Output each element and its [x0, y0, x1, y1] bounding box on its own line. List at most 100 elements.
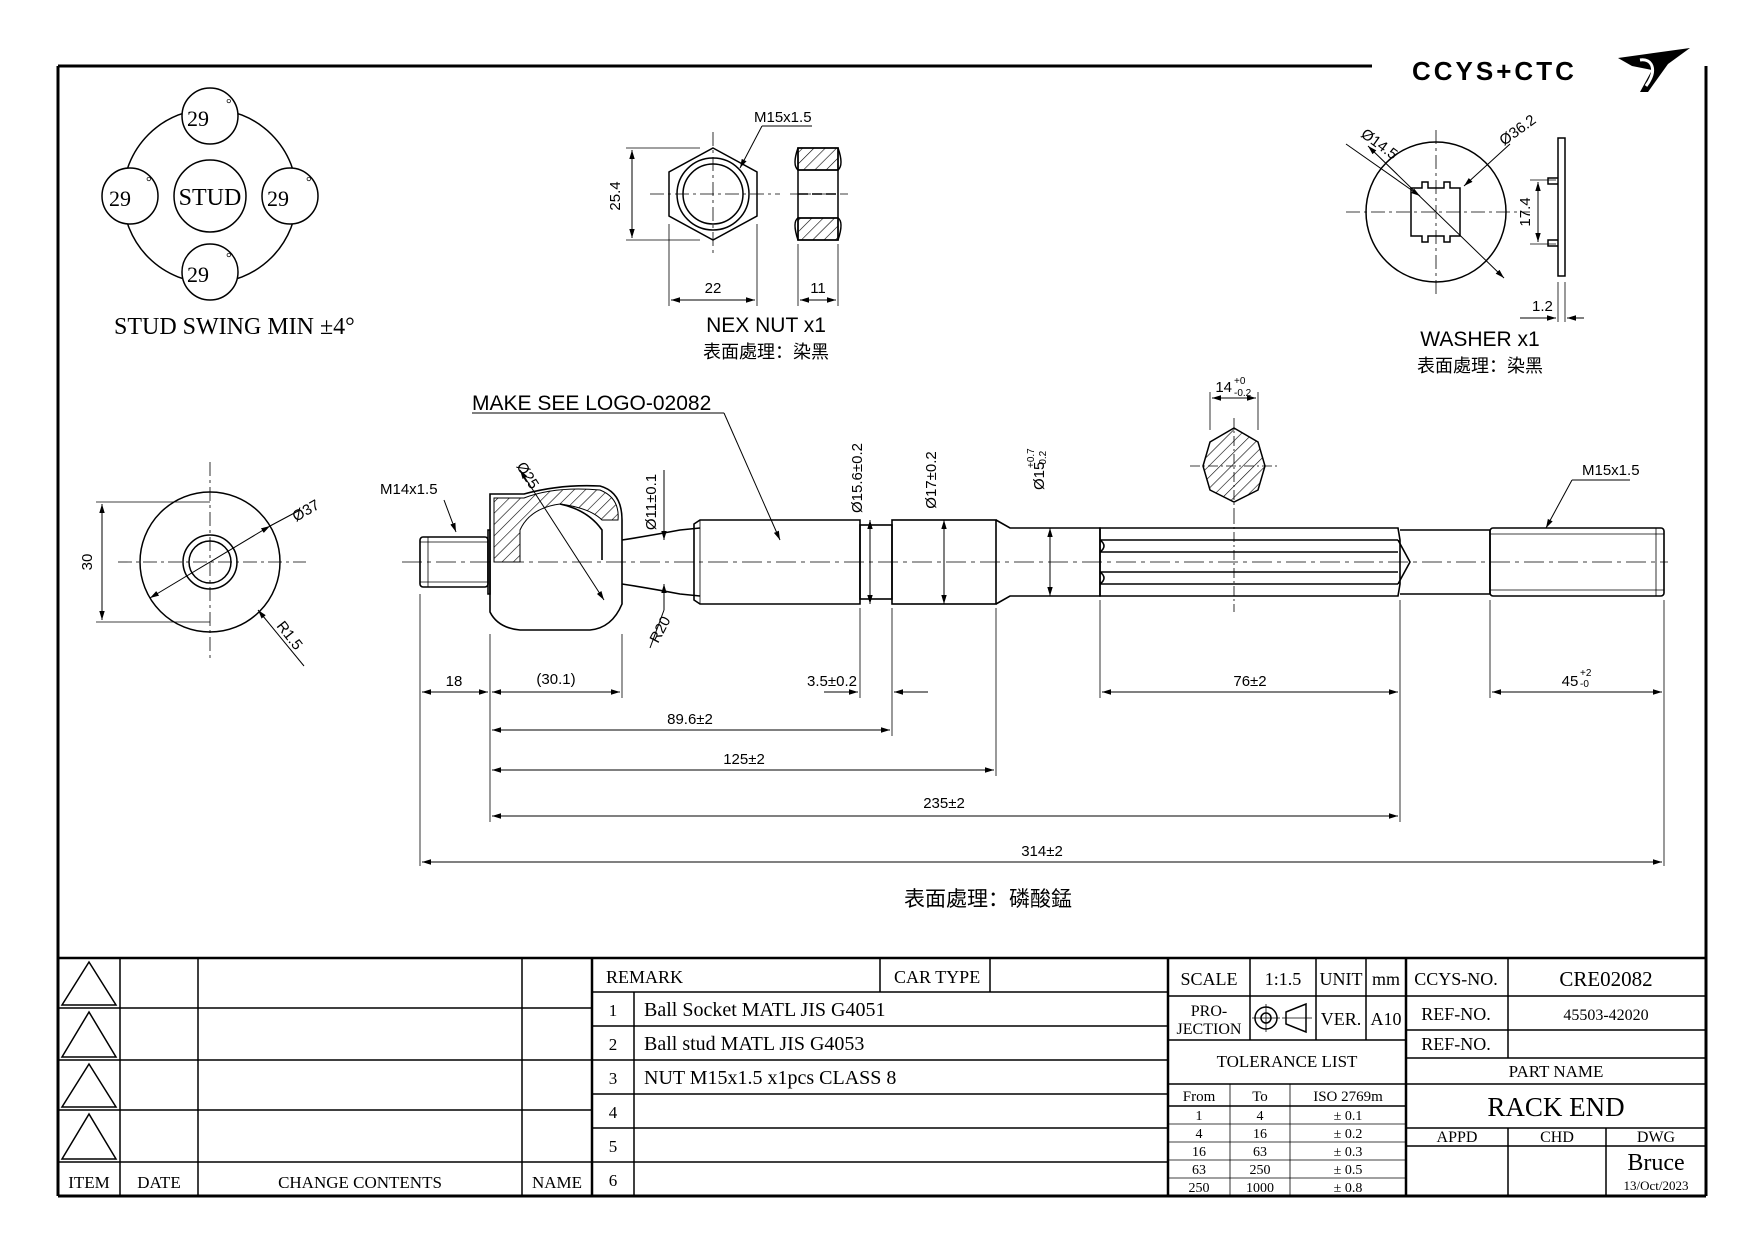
- hex-tol-down: -0.2: [1234, 388, 1252, 399]
- tol-cell: 1: [1196, 1109, 1203, 1124]
- company-logo: CCYS+CTC: [1412, 48, 1690, 92]
- tolerance-rows: 1 4 ± 0.1 4 16 ± 0.2 16 63 ± 0.3 63 250 …: [1189, 1109, 1363, 1196]
- dia-15-dim: Ø15: [1031, 462, 1048, 490]
- dia-15-tol-up: +0.7: [1026, 448, 1037, 468]
- appd-label: APPD: [1437, 1129, 1478, 1146]
- projection-label-1: PRO-: [1191, 1003, 1227, 1020]
- dia-15-6-dim: Ø15.6±0.2: [849, 443, 866, 513]
- dia-17-dim: Ø17±0.2: [923, 451, 940, 508]
- stud-angle-right: 29: [267, 186, 289, 211]
- dia-15-tol-down: -0.2: [1038, 450, 1049, 468]
- scale-value: 1:1.5: [1265, 969, 1302, 989]
- remark-label: REMARK: [606, 967, 683, 987]
- hex-size-dim: 14: [1215, 379, 1232, 396]
- tol-cell: ± 0.5: [1334, 1163, 1363, 1178]
- stud-angle-left: 29: [109, 186, 131, 211]
- tol-cell: ± 0.3: [1334, 1145, 1363, 1160]
- degree-mark: °: [306, 175, 312, 190]
- chd-label: CHD: [1540, 1129, 1574, 1146]
- hex-tol-up: +0: [1234, 376, 1246, 387]
- dim-45-tol-down: -0: [1580, 679, 1589, 690]
- degree-mark: °: [226, 251, 232, 266]
- remark-row-no: 6: [609, 1171, 618, 1190]
- car-type-label: CAR TYPE: [894, 967, 980, 987]
- washer-slot-dim: 17.4: [1517, 197, 1534, 226]
- dim-314: 314±2: [1021, 843, 1063, 860]
- degree-mark: °: [226, 97, 232, 112]
- front-height-dim: 30: [79, 554, 96, 571]
- washer-surface-note: 表面處理：染黑: [1417, 356, 1543, 377]
- drawing-date: 13/Oct/2023: [1624, 1178, 1689, 1193]
- tol-cell: 63: [1253, 1145, 1267, 1160]
- washer-drawing: [1345, 130, 1584, 322]
- hex-section: [1190, 392, 1280, 612]
- ref-no-2-label: REF-NO.: [1421, 1034, 1491, 1054]
- rev-header-date: DATE: [137, 1173, 180, 1192]
- remark-row-text: Ball stud MATL JIS G4053: [644, 1033, 864, 1055]
- neck-radius-dim: R20: [647, 614, 675, 646]
- rack-end-rod: [402, 484, 1668, 631]
- tol-header-to: To: [1252, 1089, 1268, 1105]
- nut-drawing: [626, 125, 848, 306]
- logo-note: MAKE SEE LOGO-02082: [472, 392, 711, 415]
- remark-row-no: 2: [609, 1035, 618, 1054]
- rev-header-item: ITEM: [68, 1173, 110, 1192]
- washer-title: WASHER x1: [1420, 328, 1539, 351]
- ref-no-value: 45503-42020: [1563, 1007, 1648, 1024]
- dim-125: 125±2: [723, 751, 765, 768]
- ver-value: A10: [1371, 1009, 1402, 1029]
- dim-3-5: 3.5±0.2: [807, 673, 857, 690]
- tol-header-iso: ISO 2769m: [1313, 1089, 1383, 1105]
- dim-89-6: 89.6±2: [667, 711, 713, 728]
- washer-outer-dim: Ø36.2: [1496, 111, 1539, 149]
- dwg-label: DWG: [1637, 1129, 1676, 1146]
- tol-cell: 16: [1253, 1127, 1267, 1142]
- title-block-grid: [58, 956, 1706, 1196]
- rod-dimensions: [419, 412, 1665, 866]
- remark-row-no: 4: [609, 1103, 618, 1122]
- front-dia-dim: Ø37: [290, 497, 323, 526]
- ccys-no-label: CCYS-NO.: [1414, 969, 1498, 989]
- tol-cell: 250: [1250, 1163, 1271, 1178]
- dim-235: 235±2: [923, 795, 965, 812]
- rev-header-name: NAME: [532, 1173, 582, 1192]
- nut-width-dim: 22: [705, 280, 722, 297]
- neck-dia-dim: Ø11±0.1: [643, 474, 660, 530]
- stud-angle-top: 29: [187, 106, 209, 131]
- unit-value: mm: [1372, 969, 1400, 989]
- dim-45-tol-up: +2: [1580, 668, 1592, 679]
- unit-label: UNIT: [1320, 969, 1363, 989]
- rod-surface-note: 表面處理：磷酸錳: [904, 887, 1072, 911]
- remark-row-text: Ball Socket MATL JIS G4051: [644, 999, 885, 1021]
- socket-dia-dim: Ø25: [513, 459, 542, 492]
- remark-row-no: 1: [609, 1001, 618, 1020]
- tol-cell: ± 0.2: [1334, 1127, 1363, 1142]
- washer-inner-dim: Ø14.5: [1358, 125, 1401, 163]
- stud-swing-label: STUD SWING MIN ±4°: [114, 314, 355, 340]
- ver-label: VER.: [1321, 1009, 1362, 1029]
- tol-header-from: From: [1183, 1089, 1216, 1105]
- stud-swing-diagram: [101, 87, 319, 301]
- nut-surface-note: 表面處理：染黑: [703, 342, 829, 363]
- tol-cell: 4: [1196, 1127, 1203, 1142]
- tol-cell: ± 0.1: [1334, 1109, 1363, 1124]
- washer-thickness-dim: 1.2: [1532, 298, 1553, 315]
- remark-row-text: NUT M15x1.5 x1pcs CLASS 8: [644, 1067, 896, 1089]
- left-thread-dim: M14x1.5: [380, 481, 438, 498]
- scale-label: SCALE: [1180, 969, 1237, 989]
- drawer-name: Bruce: [1627, 1150, 1684, 1176]
- logo-text: CCYS+CTC: [1412, 56, 1577, 86]
- remark-row-no: 3: [609, 1069, 618, 1088]
- remark-row-no: 5: [609, 1137, 618, 1156]
- part-name-value: RACK END: [1487, 1092, 1624, 1122]
- tol-cell: 250: [1189, 1181, 1210, 1196]
- tolerance-title: TOLERANCE LIST: [1217, 1052, 1358, 1071]
- projection-label-2: JECTION: [1177, 1021, 1242, 1038]
- ref-no-label: REF-NO.: [1421, 1004, 1491, 1024]
- nut-title: NEX NUT x1: [706, 314, 826, 337]
- ccys-no-value: CRE02082: [1559, 967, 1652, 991]
- dim-18: 18: [446, 673, 463, 690]
- tol-cell: 4: [1257, 1109, 1264, 1124]
- tol-cell: 63: [1192, 1163, 1206, 1178]
